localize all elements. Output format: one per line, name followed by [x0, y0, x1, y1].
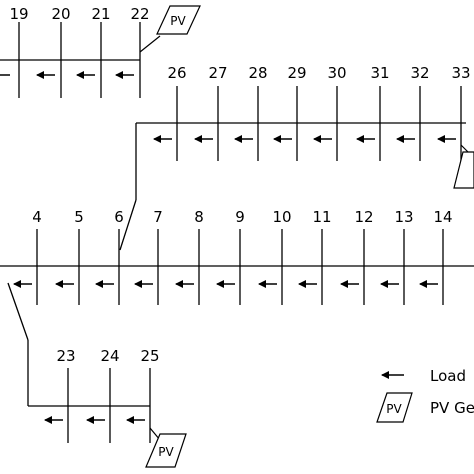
- bus-label: 20: [51, 5, 70, 23]
- pv-connector: [460, 144, 469, 153]
- legend-pv-icon: PV: [376, 392, 413, 423]
- branch-top: 19 20 21 22 PV: [0, 5, 201, 98]
- legend-pv-label: PV Ge: [430, 399, 474, 417]
- pv-connector: [139, 35, 161, 53]
- pv-generator-icon: PV: [145, 433, 187, 468]
- bus-label: 6: [114, 208, 124, 226]
- bus-label: 22: [130, 5, 149, 23]
- bus-label: 12: [354, 208, 373, 226]
- bus-label: 5: [74, 208, 84, 226]
- bus-label: 13: [394, 208, 413, 226]
- branch-main: 4 5 6 7 8 9 10 11 12 13 14: [0, 208, 474, 305]
- bus-label: 29: [287, 64, 306, 82]
- bus-label: 21: [91, 5, 110, 23]
- branch-upper: 26 27 28 29 30 31 32 33: [119, 64, 474, 251]
- bus-label: 14: [433, 208, 452, 226]
- bus-label: 28: [248, 64, 267, 82]
- bus-label: 25: [140, 347, 159, 365]
- bus-label: 11: [312, 208, 331, 226]
- pv-generator-icon: [453, 151, 474, 189]
- pv-generator-icon: PV: [156, 5, 201, 35]
- bus-label: 4: [32, 208, 42, 226]
- bus-label: 27: [208, 64, 227, 82]
- bus-label: 10: [272, 208, 291, 226]
- legend: Load PV PV Ge: [376, 367, 474, 423]
- bus-label: 8: [194, 208, 204, 226]
- bus-label: 24: [100, 347, 119, 365]
- bus-label: 32: [410, 64, 429, 82]
- bus-label: 26: [167, 64, 186, 82]
- pv-label: PV: [158, 445, 174, 459]
- bus-label: 7: [153, 208, 163, 226]
- pv-label: PV: [386, 402, 402, 416]
- bus-label: 30: [327, 64, 346, 82]
- bus-label: 19: [9, 5, 28, 23]
- bus-label: 31: [370, 64, 389, 82]
- bus-label: 9: [235, 208, 245, 226]
- bus-label: 23: [56, 347, 75, 365]
- legend-load-label: Load: [430, 367, 466, 385]
- pv-label: PV: [170, 14, 186, 28]
- feeder-line: [7, 282, 29, 341]
- branch-lower: 23 24 25 PV: [7, 282, 187, 468]
- bus-label: 33: [451, 64, 470, 82]
- feeder-line: [119, 199, 137, 251]
